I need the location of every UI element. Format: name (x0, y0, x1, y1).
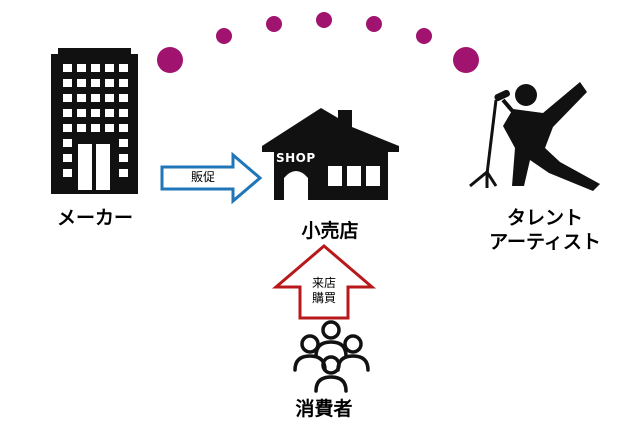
consumer-label: 消費者 (295, 398, 353, 420)
people-group-icon (293, 320, 370, 393)
shop-icon (262, 108, 399, 200)
arc-dot (416, 28, 432, 44)
arc-dot (453, 47, 479, 73)
retail-label: 小売店 (301, 220, 359, 242)
arc-dot (157, 47, 183, 73)
dotted-arc (157, 12, 479, 73)
arc-dot (216, 28, 232, 44)
singer-icon (469, 82, 600, 191)
promotion-arrow (160, 151, 263, 205)
talent-label: タレント アーティスト (489, 207, 601, 253)
maker-label: メーカー (56, 207, 133, 229)
arc-dot (366, 16, 382, 32)
shop-sign: SHOP (276, 151, 316, 165)
promotion-label: 販促 (190, 170, 215, 184)
arc-dot (266, 16, 282, 32)
visit-arrow (271, 244, 377, 320)
arc-dot (316, 12, 332, 28)
visit-label: 来店 購買 (311, 276, 336, 305)
building-icon (51, 48, 138, 194)
